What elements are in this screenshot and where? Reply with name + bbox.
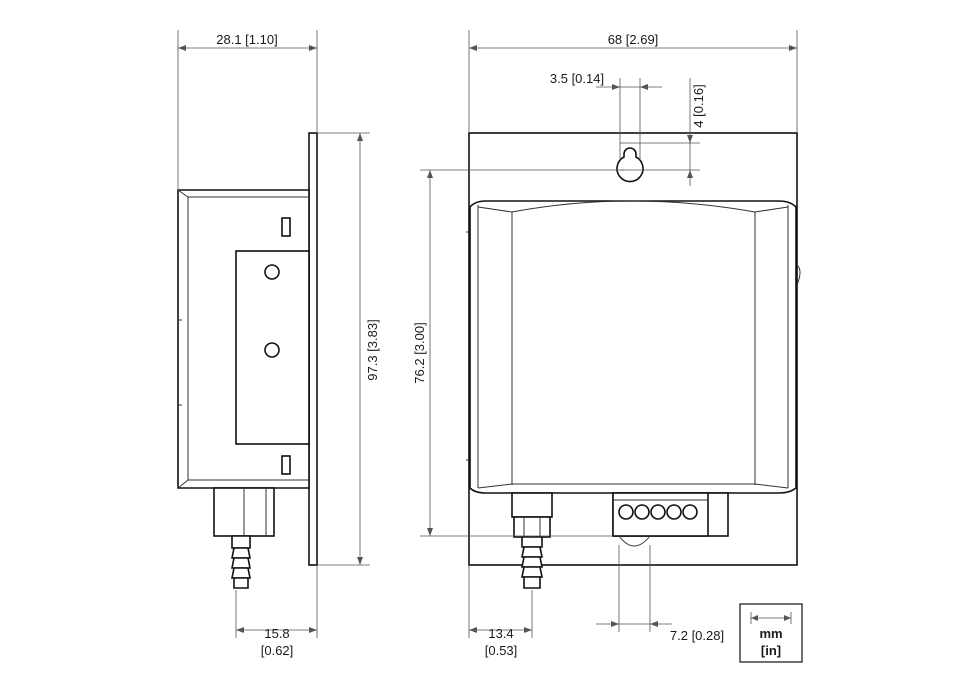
side-mounting-plate <box>308 132 318 566</box>
terminal-screw-3 <box>650 504 666 520</box>
dim-body-height-label: 76.2 [3.00] <box>412 322 427 383</box>
side-bracket <box>235 250 310 445</box>
dim-front-port-offset: 13.4 [0.53] <box>468 565 533 658</box>
terminal-screw-5 <box>682 504 698 520</box>
dim-front-port-mm: 13.4 <box>488 626 513 641</box>
dim-total-height: 97.3 [3.83] <box>317 132 380 566</box>
dim-side-port-mm: 15.8 <box>264 626 289 641</box>
side-screw-hole-bottom <box>264 342 280 358</box>
units-legend: mm [in] <box>739 603 803 663</box>
dim-terminal-offset-label: 7.2 [0.28] <box>670 628 724 643</box>
dim-hole-offset-x: 3.5 [0.14] <box>550 71 662 160</box>
side-screw-hole-top <box>264 264 280 280</box>
front-keyhole <box>616 147 644 183</box>
dim-side-port-in: [0.62] <box>261 643 294 658</box>
front-barb-fitting <box>511 492 553 589</box>
front-terminal-block <box>612 492 729 547</box>
dim-side-depth: 28.1 [1.10] <box>177 30 318 190</box>
dim-hole-offset-y: 4 [0.16] <box>620 78 706 186</box>
front-housing <box>469 200 797 494</box>
dim-hole-offset-x-label: 3.5 [0.14] <box>550 71 604 86</box>
front-view <box>466 132 801 589</box>
dim-side-depth-label: 28.1 [1.10] <box>216 32 277 47</box>
side-slot-top <box>281 217 291 237</box>
dim-side-port-offset: 15.8 [0.62] <box>235 565 318 658</box>
units-legend-in: [in] <box>761 643 781 658</box>
dim-body-height: 76.2 [3.00] <box>412 169 624 537</box>
dim-hole-offset-y-label: 4 [0.16] <box>691 84 706 127</box>
terminal-screw-1 <box>618 504 634 520</box>
side-barb-fitting <box>231 535 251 589</box>
terminal-screw-2 <box>634 504 650 520</box>
units-legend-mm: mm <box>759 626 782 641</box>
dim-total-height-label: 97.3 [3.83] <box>365 319 380 380</box>
terminal-screw-4 <box>666 504 682 520</box>
dim-front-port-in: [0.53] <box>485 643 518 658</box>
dim-front-width: 68 [2.69] <box>468 30 798 133</box>
dim-terminal-offset: 7.2 [0.28] <box>596 545 724 643</box>
side-slot-bottom <box>281 455 291 475</box>
dim-front-width-label: 68 [2.69] <box>608 32 659 47</box>
side-view <box>177 132 318 589</box>
